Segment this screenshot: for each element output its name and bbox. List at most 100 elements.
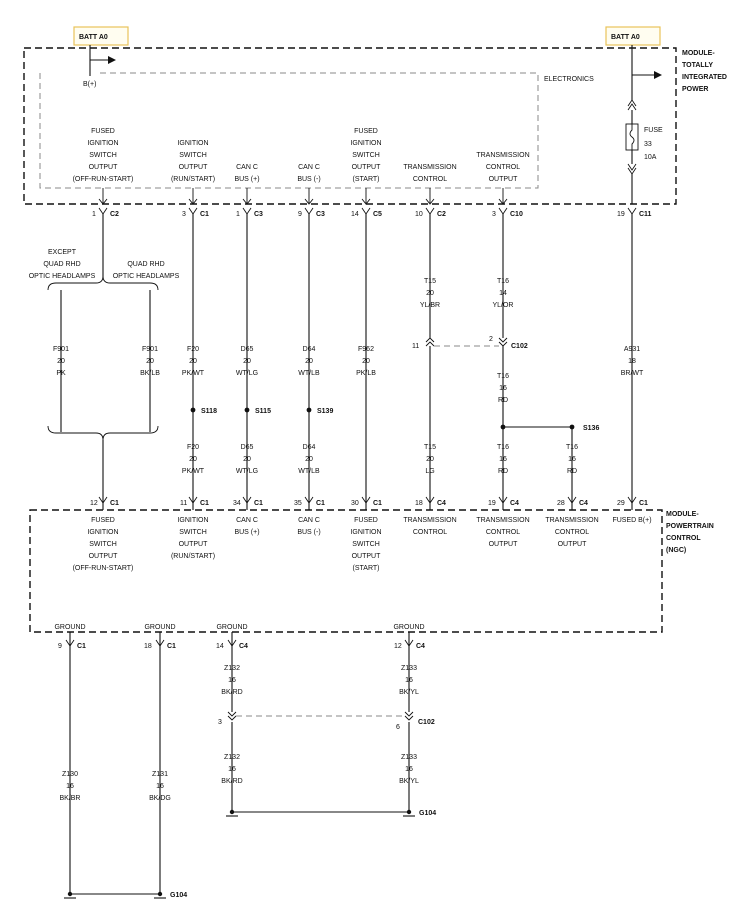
ground-pin-1: 9 (58, 643, 62, 650)
svg-text:WT/LB: WT/LB (298, 468, 320, 475)
svg-text:Z132: Z132 (224, 754, 240, 761)
g104-upper-label: G104 (419, 810, 436, 817)
svg-text:RD: RD (498, 397, 508, 404)
pcm-pin-1: 12 (90, 500, 98, 507)
ground-conn-2: C1 (167, 643, 176, 650)
svg-text:F901: F901 (142, 346, 158, 353)
svg-text:POWERTRAIN: POWERTRAIN (666, 523, 714, 530)
branch-left-label: EXCEPT QUAD RHD OPTIC HEADLAMPS (29, 249, 96, 280)
pcm-desc-6: TRANSMISSION CONTROL (403, 517, 456, 536)
svg-text:T15: T15 (424, 278, 436, 285)
svg-text:CONTROL: CONTROL (666, 535, 701, 542)
svg-text:CAN C: CAN C (236, 164, 258, 171)
tipm-pin-5: 14 (351, 211, 359, 218)
svg-text:OUTPUT: OUTPUT (89, 164, 119, 171)
ground-label-4: GROUND (393, 624, 424, 631)
tipm-pin-7: 3 (492, 211, 496, 218)
pcm-desc-7: TRANSMISSION CONTROL OUTPUT (476, 517, 529, 548)
pcm-conn-3: C1 (254, 500, 263, 507)
svg-text:20: 20 (57, 358, 65, 365)
svg-text:Z133: Z133 (401, 665, 417, 672)
fuse-33 (625, 99, 639, 204)
svg-text:F20: F20 (187, 346, 199, 353)
batt-left-label: BATT A0 (79, 34, 108, 41)
svg-text:OUTPUT: OUTPUT (89, 553, 119, 560)
svg-text:OPTIC HEADLAMPS: OPTIC HEADLAMPS (29, 273, 96, 280)
svg-text:20: 20 (189, 358, 197, 365)
pcm-module-outline (29, 509, 663, 633)
svg-text:PK: PK (56, 370, 66, 377)
c102-lower-left-pin (227, 711, 237, 721)
svg-text:F20: F20 (187, 444, 199, 451)
svg-text:Z130: Z130 (62, 771, 78, 778)
svg-text:(RUN/START): (RUN/START) (171, 553, 215, 560)
pcm-conn-1: C1 (110, 500, 119, 507)
pcm-desc-3: CAN C BUS (+) (234, 517, 259, 536)
svg-text:16: 16 (156, 783, 164, 790)
ground-pin-2: 18 (144, 643, 152, 650)
wire-d64-lower-label: D64 20 WT/LB (298, 444, 320, 475)
c102-lower-left-num: 3 (218, 719, 222, 726)
svg-text:IGNITION: IGNITION (350, 140, 381, 147)
svg-text:QUAD RHD: QUAD RHD (127, 261, 164, 268)
fuse-number: 33 (644, 141, 652, 148)
splice-s139 (306, 407, 312, 413)
tipm-conn-8: C11 (639, 211, 652, 218)
svg-text:FUSED B(+): FUSED B(+) (612, 517, 651, 524)
svg-text:IGNITION: IGNITION (87, 140, 118, 147)
svg-text:D64: D64 (303, 346, 316, 353)
wire-z131-label: Z131 16 BK/DG (149, 771, 171, 802)
tipm-circuit-1: FUSED IGNITION SWITCH OUTPUT (OFF-RUN-ST… (73, 128, 134, 183)
g104-upper-left-dot (229, 809, 235, 815)
tipm-circuit-3: CAN C BUS (+) (234, 164, 259, 183)
svg-text:TRANSMISSION: TRANSMISSION (403, 517, 456, 524)
svg-text:IGNITION: IGNITION (177, 517, 208, 524)
c102-upper-right-num: 2 (489, 336, 493, 343)
c102-lower-right-num: 6 (396, 724, 400, 731)
svg-text:BUS (-): BUS (-) (297, 529, 320, 536)
svg-text:POWER: POWER (682, 86, 708, 93)
pcm-desc-5: FUSED IGNITION SWITCH OUTPUT (START) (350, 517, 381, 572)
svg-text:OUTPUT: OUTPUT (352, 164, 382, 171)
batt-left-box (73, 26, 129, 46)
svg-text:D65: D65 (241, 346, 254, 353)
wire-f901-pk-label: F901 20 PK (53, 346, 69, 377)
svg-text:20: 20 (305, 456, 313, 463)
svg-text:BK/LB: BK/LB (140, 370, 160, 377)
svg-text:D64: D64 (303, 444, 316, 451)
ground-conn-1: C1 (77, 643, 86, 650)
svg-text:OUTPUT: OUTPUT (179, 164, 209, 171)
tipm-conn-6: C2 (437, 211, 446, 218)
svg-text:OUTPUT: OUTPUT (352, 553, 382, 560)
g104-lower-left-dot (67, 891, 73, 897)
svg-text:OUTPUT: OUTPUT (489, 176, 519, 183)
c102-upper-name: C102 (511, 343, 528, 350)
svg-text:T15: T15 (424, 444, 436, 451)
svg-text:16: 16 (568, 456, 576, 463)
b-plus-arrow-icon (108, 56, 116, 64)
tipm-conn-2: C1 (200, 211, 209, 218)
svg-text:T16: T16 (566, 444, 578, 451)
svg-text:D65: D65 (241, 444, 254, 451)
svg-text:BK/RD: BK/RD (221, 778, 242, 785)
wire-d64-upper-label: D64 20 WT/LB (298, 346, 320, 377)
electronics-label: ELECTRONICS (544, 76, 594, 83)
svg-text:(OFF-RUN-START): (OFF-RUN-START) (73, 565, 134, 572)
tipm-conn-1: C2 (110, 211, 119, 218)
batt-right-box (605, 26, 661, 46)
wire-t15-upper-label: T15 20 YL/BR (420, 278, 440, 309)
svg-text:20: 20 (426, 290, 434, 297)
tipm-circuit-6: TRANSMISSION CONTROL (403, 164, 456, 183)
svg-text:CAN C: CAN C (236, 517, 258, 524)
svg-text:F901: F901 (53, 346, 69, 353)
pcm-conn-6: C4 (437, 500, 446, 507)
tipm-conn-3: C3 (254, 211, 263, 218)
svg-text:20: 20 (426, 456, 434, 463)
svg-text:INTEGRATED: INTEGRATED (682, 74, 727, 81)
tipm-circuit-4: CAN C BUS (-) (297, 164, 320, 183)
g104-lower-right-dot (157, 891, 163, 897)
svg-text:TRANSMISSION: TRANSMISSION (403, 164, 456, 171)
pcm-pin-2: 11 (180, 500, 187, 507)
svg-text:CAN C: CAN C (298, 164, 320, 171)
svg-text:TRANSMISSION: TRANSMISSION (476, 517, 529, 524)
